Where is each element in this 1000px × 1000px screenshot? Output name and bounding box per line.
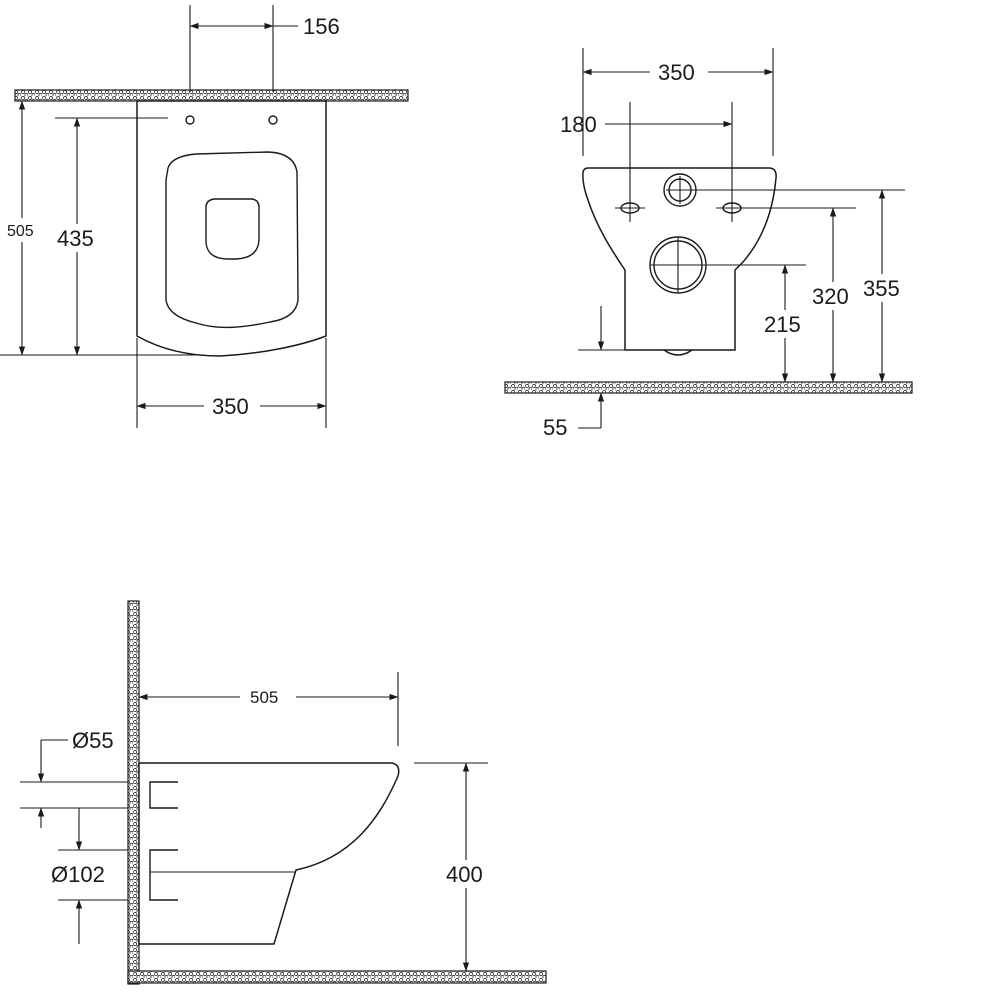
- top-dim-156: 156: [303, 14, 340, 39]
- side-view-inlet-pipe: [149, 781, 178, 809]
- side-view-floor: [127, 970, 547, 984]
- top-dim-505: 505: [7, 223, 34, 240]
- front-dim-55: 55: [543, 415, 567, 440]
- side-view-outlet-pipe: [149, 849, 178, 901]
- side-view-wall: [127, 600, 140, 985]
- top-view-seat-lid: [165, 151, 299, 329]
- front-view-floor: [504, 381, 913, 394]
- front-dim-320: 320: [812, 284, 849, 309]
- front-view: 350 180 215 320 355 55: [504, 48, 913, 440]
- top-view-fixing-hole-right: [268, 115, 278, 125]
- front-dim-180: 180: [560, 112, 597, 137]
- side-view: 505 Ø55 Ø102 400: [20, 600, 547, 985]
- front-view-outlet-bottom: [663, 349, 693, 356]
- top-view-bowl-outline: [136, 100, 327, 357]
- top-dim-350: 350: [212, 394, 249, 419]
- front-dim-215: 215: [764, 312, 801, 337]
- top-view: 156 505 435 350: [0, 5, 409, 428]
- top-dim-435: 435: [57, 226, 94, 251]
- side-dim-d55: Ø55: [72, 728, 114, 753]
- side-dim-d102: Ø102: [51, 862, 105, 887]
- side-view-bowl-outline: [138, 762, 400, 945]
- top-view-fixing-hole-left: [185, 115, 195, 125]
- side-dim-400: 400: [446, 862, 483, 887]
- side-dim-505: 505: [250, 688, 278, 707]
- top-view-wall: [14, 89, 409, 102]
- front-dim-350: 350: [658, 60, 695, 85]
- top-view-bowl-opening: [205, 198, 260, 260]
- front-dim-355: 355: [863, 276, 900, 301]
